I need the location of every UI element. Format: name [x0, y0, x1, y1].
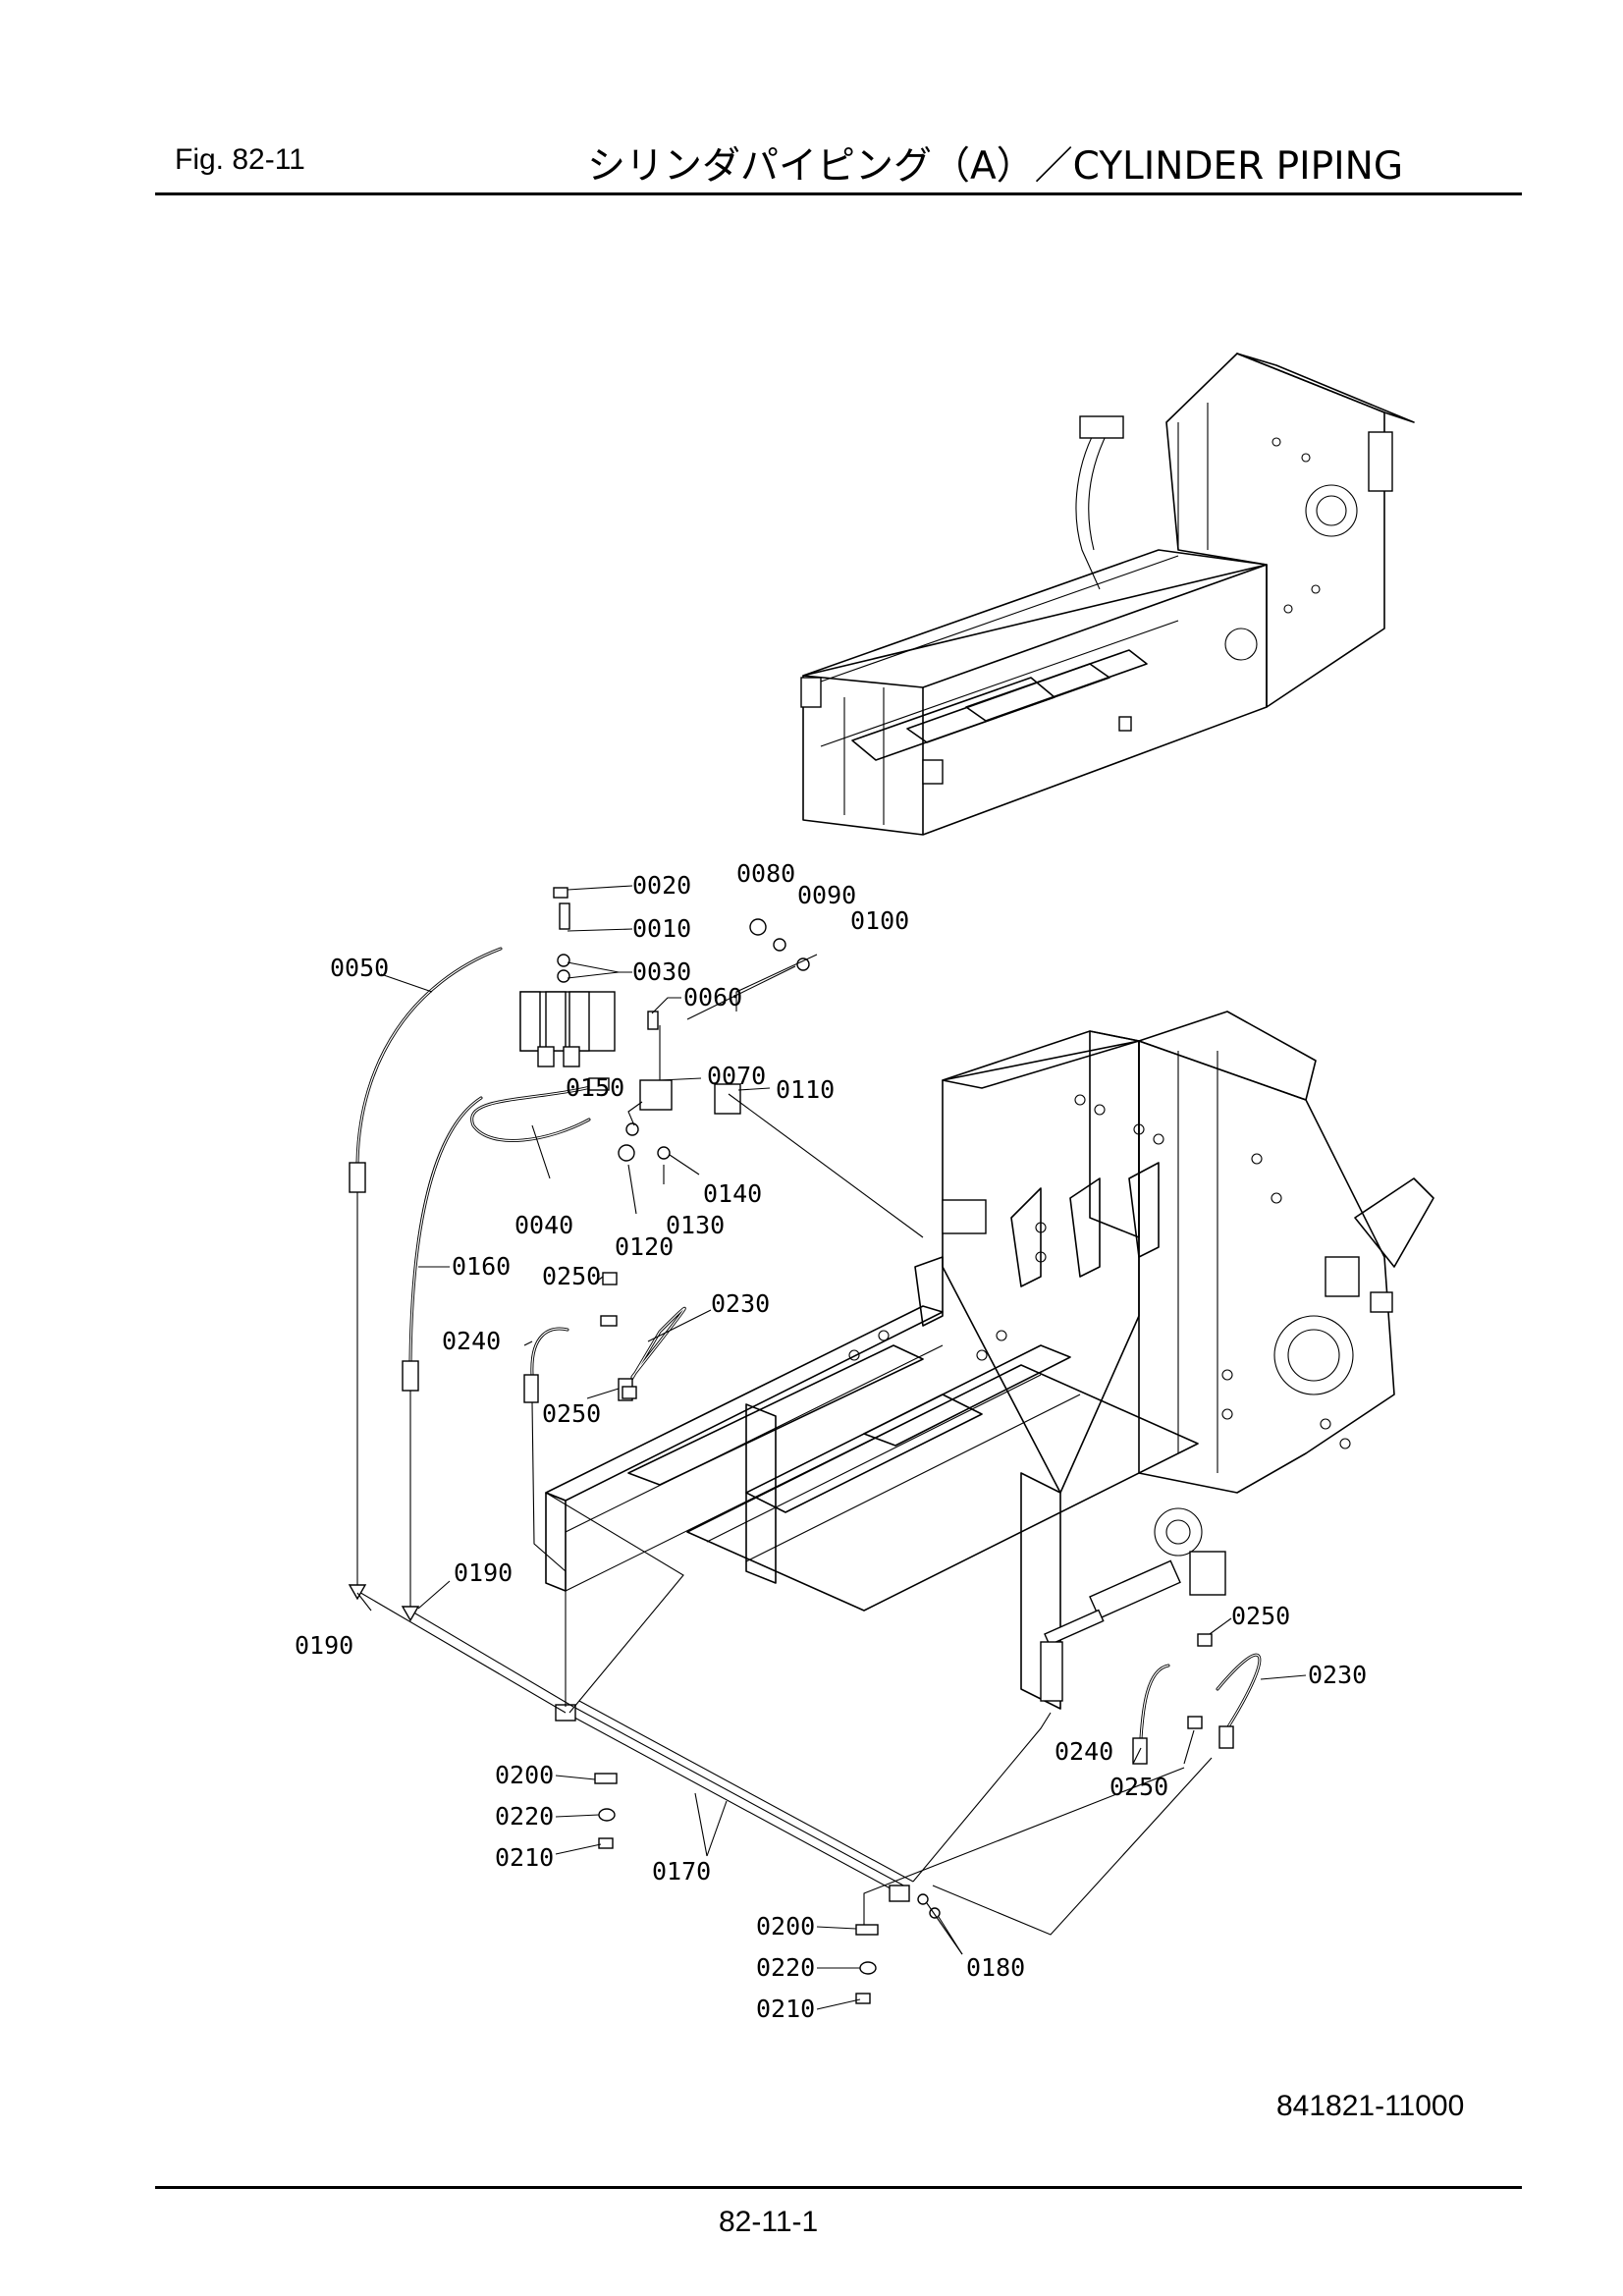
- callout-0190-left: 0190: [295, 1631, 353, 1660]
- overview-frame-illustration: [800, 353, 1415, 836]
- callout-0150: 0150: [566, 1073, 624, 1102]
- callout-0250-top: 0250: [542, 1262, 601, 1290]
- callout-0210-left: 0210: [495, 1843, 554, 1872]
- hose-0240-upper: [523, 1327, 569, 1403]
- callout-0210-bottom: 0210: [756, 1995, 815, 2023]
- footer-rule: [155, 2186, 1522, 2189]
- callout-0160: 0160: [452, 1252, 511, 1281]
- callout-0220-left: 0220: [495, 1802, 554, 1831]
- callout-0060: 0060: [683, 983, 742, 1011]
- leader-lines: [356, 885, 1307, 2010]
- callout-0170: 0170: [652, 1857, 711, 1886]
- callout-labels: 0020 0010 0030 0050 0060 0080 0090 0100 …: [295, 859, 1367, 2023]
- callout-0240-top: 0240: [442, 1327, 501, 1355]
- callout-0040: 0040: [514, 1211, 573, 1239]
- clamp-hardware: [594, 1272, 1213, 2004]
- callout-0230-right: 0230: [1308, 1661, 1367, 1689]
- callout-0030: 0030: [632, 957, 691, 986]
- callout-0220-bottom: 0220: [756, 1953, 815, 1982]
- page-title: シリンダパイピング（A）／CYLINDER PIPING: [587, 144, 1404, 189]
- callout-0120: 0120: [615, 1232, 674, 1261]
- callout-0050: 0050: [330, 954, 389, 982]
- callout-0250-bottom: 0250: [1109, 1773, 1168, 1801]
- hose-0230-upper: [600, 1306, 686, 1401]
- hose-0240-lower: [1132, 1664, 1170, 1765]
- pipe-0170: [348, 1584, 914, 1902]
- callout-0200-left: 0200: [495, 1761, 554, 1789]
- callout-0020: 0020: [632, 871, 691, 900]
- drawing-number: 841821-11000: [1276, 2090, 1465, 2122]
- valve-assembly: [519, 887, 810, 1162]
- callout-0130: 0130: [666, 1211, 725, 1239]
- callout-0090: 0090: [797, 881, 856, 909]
- callout-0180: 0180: [966, 1953, 1025, 1982]
- callout-0250-mid: 0250: [542, 1399, 601, 1428]
- callout-0070: 0070: [707, 1062, 766, 1090]
- callout-0250-right: 0250: [1231, 1602, 1290, 1630]
- callout-0140: 0140: [703, 1179, 762, 1208]
- page-number: 82-11-1: [719, 2206, 819, 2238]
- hose-0050: [349, 947, 503, 1591]
- callout-0010: 0010: [632, 914, 691, 943]
- callout-0100: 0100: [850, 906, 909, 935]
- figure-label: Fig. 82-11: [175, 143, 305, 176]
- callout-0240-right: 0240: [1055, 1737, 1113, 1766]
- hose-0040: [470, 1077, 610, 1142]
- callout-0200-bottom: 0200: [756, 1912, 815, 1941]
- main-frame-illustration: [545, 1011, 1434, 1710]
- callout-0080: 0080: [736, 859, 795, 888]
- callout-0190-right: 0190: [454, 1558, 513, 1587]
- callout-0230-top: 0230: [711, 1289, 770, 1318]
- header-rule: [155, 192, 1522, 195]
- hose-0160: [402, 1096, 483, 1611]
- callout-0110: 0110: [776, 1075, 835, 1104]
- hose-0230-lower: [1216, 1653, 1262, 1749]
